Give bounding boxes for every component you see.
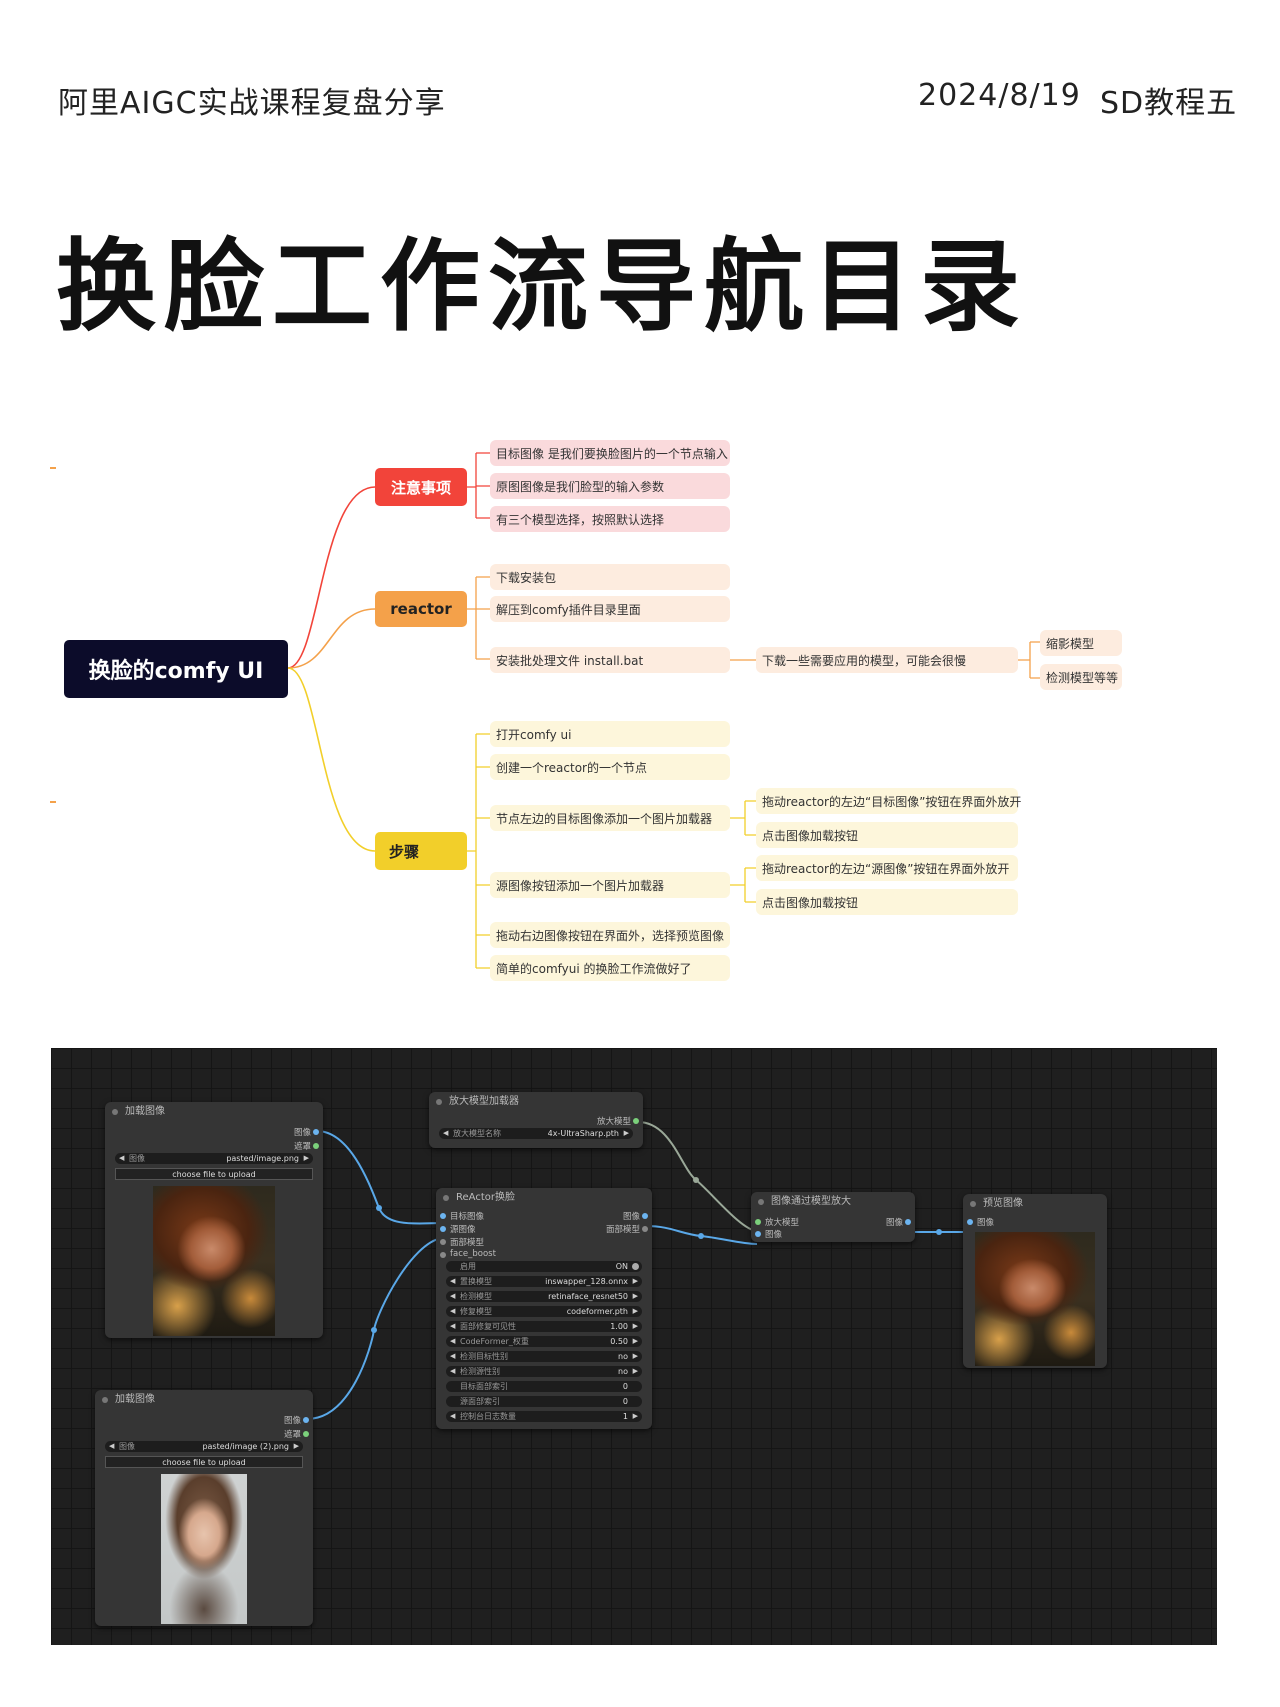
- step-subitem: 点击图像加载按钮: [756, 822, 1018, 848]
- step-subitem: 拖动reactor的左边“目标图像”按钮在界面外放开: [756, 788, 1021, 814]
- mindmap-connectors: [50, 452, 1040, 969]
- reactor-item: 安装批处理文件 install.bat: [490, 647, 730, 673]
- upscale-image-node[interactable]: 图像通过模型放大 放大模型 图像 图像: [751, 1192, 915, 1242]
- source-image-thumbnail: [161, 1474, 247, 1624]
- input-label: 放大模型: [765, 1218, 800, 1228]
- note-item: 原图图像是我们脸型的输入参数: [490, 473, 730, 499]
- reactor-item: 下载安装包: [490, 564, 730, 590]
- step-subitem: 点击图像加载按钮: [756, 889, 1018, 915]
- input-label: 图像: [977, 1218, 995, 1228]
- node-title[interactable]: ReActor换脸: [436, 1188, 652, 1208]
- node-title[interactable]: 预览图像: [963, 1194, 1107, 1214]
- output-label: 遮罩: [293, 1142, 311, 1152]
- output-dot[interactable]: [905, 1219, 911, 1225]
- step-item: 节点左边的目标图像添加一个图片加载器: [490, 805, 730, 831]
- preview-image: [975, 1232, 1095, 1366]
- node-title[interactable]: 加载图像: [105, 1102, 323, 1122]
- reactor-subsubitem: 检测模型等等: [1040, 664, 1122, 690]
- input-dot[interactable]: [440, 1213, 446, 1219]
- input-label: 源图像: [450, 1225, 476, 1235]
- output-dot[interactable]: [642, 1226, 648, 1232]
- input-label: 面部模型: [450, 1238, 485, 1248]
- output-label: 图像: [885, 1218, 903, 1228]
- node-title[interactable]: 图像通过模型放大: [751, 1192, 915, 1212]
- image-output-dot[interactable]: [303, 1417, 309, 1423]
- reactor-subsubitem: 缩影模型: [1040, 630, 1122, 656]
- model-output-dot[interactable]: [633, 1118, 639, 1124]
- output-label: 图像: [283, 1416, 301, 1426]
- input-dot[interactable]: [440, 1252, 446, 1258]
- output-label: 放大模型: [596, 1117, 631, 1127]
- note-item: 有三个模型选择，按照默认选择: [490, 506, 730, 532]
- mindmap-root: 换脸的comfy UI: [64, 640, 288, 698]
- input-label: face_boost: [450, 1249, 496, 1259]
- node-links: [306, 1121, 969, 1420]
- step-item: 创建一个reactor的一个节点: [490, 754, 730, 780]
- input-dot[interactable]: [440, 1226, 446, 1232]
- step-item: 简单的comfyui 的换脸工作流做好了: [490, 955, 730, 981]
- branch-notes: 注意事项: [375, 468, 467, 506]
- upload-button[interactable]: choose file to upload: [115, 1168, 313, 1180]
- mask-output-dot[interactable]: [303, 1431, 309, 1437]
- page-title: 换脸工作流导航目录: [56, 228, 1028, 345]
- step-subitem: 拖动reactor的左边“源图像”按钮在界面外放开: [756, 855, 1018, 881]
- branch-reactor: reactor: [375, 591, 467, 627]
- note-item: 目标图像 是我们要换脸图片的一个节点输入: [490, 440, 730, 466]
- reactor-subitem: 下载一些需要应用的模型，可能会很慢: [756, 647, 1018, 673]
- preview-image-node[interactable]: 预览图像 图像: [963, 1194, 1107, 1368]
- reactor-item: 解压到comfy插件目录里面: [490, 596, 730, 622]
- input-dot[interactable]: [755, 1231, 761, 1237]
- input-dot[interactable]: [440, 1239, 446, 1245]
- step-item: 打开comfy ui: [490, 721, 730, 747]
- tutorial-label: SD教程五: [1100, 86, 1238, 121]
- mindmap: 换脸的comfy UI 注意事项 reactor 步骤 目标图像 是我们要换脸图…: [50, 440, 1122, 981]
- output-label: 面部模型: [605, 1225, 640, 1235]
- step-item: 源图像按钮添加一个图片加载器: [490, 872, 730, 898]
- date: 2024/8/19: [918, 78, 1081, 113]
- node-title[interactable]: 加载图像: [95, 1390, 313, 1410]
- upload-button[interactable]: choose file to upload: [105, 1456, 303, 1468]
- image-output-dot[interactable]: [313, 1129, 319, 1135]
- output-dot[interactable]: [642, 1213, 648, 1219]
- input-dot[interactable]: [967, 1219, 973, 1225]
- mask-output-dot[interactable]: [313, 1143, 319, 1149]
- output-label: 遮罩: [283, 1430, 301, 1440]
- course-title: 阿里AIGC实战课程复盘分享: [58, 86, 446, 121]
- input-label: 目标图像: [450, 1212, 485, 1222]
- output-label: 图像: [622, 1212, 640, 1222]
- input-label: 图像: [765, 1230, 783, 1240]
- branch-steps: 步骤: [375, 832, 467, 870]
- node-title[interactable]: 放大模型加载器: [429, 1092, 643, 1112]
- step-item: 拖动右边图像按钮在界面外，选择预览图像: [490, 922, 730, 948]
- input-dot[interactable]: [755, 1219, 761, 1225]
- target-image-thumbnail: [153, 1186, 275, 1336]
- reactor-node[interactable]: ReActor换脸 目标图像 源图像 面部模型 face_boost 图像 面部…: [436, 1188, 652, 1429]
- output-label: 图像: [293, 1128, 311, 1138]
